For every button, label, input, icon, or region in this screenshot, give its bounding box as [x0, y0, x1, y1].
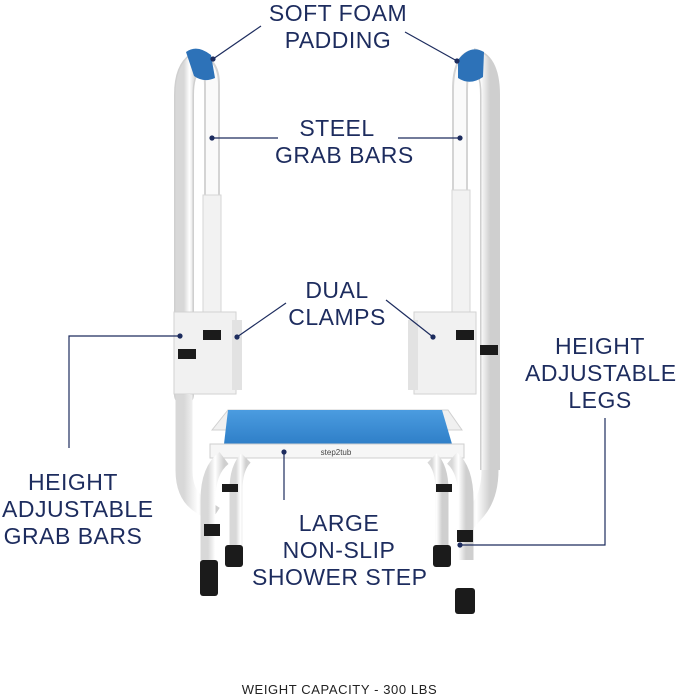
label-line: NON-SLIP	[282, 537, 396, 563]
callout-lines	[68, 25, 606, 548]
label-height-adjustable-legs: HEIGHT ADJUSTABLE LEGS	[525, 333, 677, 414]
weight-capacity-caption: WEIGHT CAPACITY - 300 LBS	[241, 682, 438, 697]
shower-step	[200, 409, 474, 560]
label-line: SOFT FOAM	[268, 0, 408, 26]
right-foam-padding	[458, 49, 484, 82]
label-line: PADDING	[284, 27, 392, 53]
left-clamp	[173, 311, 242, 395]
brand-mark: step2tub	[321, 448, 352, 457]
label-line: HEIGHT	[555, 333, 645, 359]
label-large-non-slip-step: LARGE NON-SLIP SHOWER STEP	[252, 510, 428, 591]
label-line: DUAL	[305, 277, 369, 303]
label-line: LEGS	[568, 387, 632, 413]
label-line: HEIGHT	[28, 469, 118, 495]
label-line: CLAMPS	[288, 304, 386, 330]
label-line: LARGE	[298, 510, 380, 536]
label-soft-foam-padding: SOFT FOAM PADDING	[258, 0, 418, 54]
leg-feet	[200, 470, 491, 614]
label-line: GRAB BARS	[275, 142, 414, 168]
label-line: GRAB BARS	[3, 523, 143, 549]
left-foam-padding	[186, 48, 215, 81]
label-line: ADJUSTABLE	[2, 496, 154, 522]
label-line: STEEL	[299, 115, 375, 141]
label-height-adjustable-grab-bars: HEIGHT ADJUSTABLE GRAB BARS	[2, 469, 154, 550]
label-steel-grab-bars: STEEL GRAB BARS	[275, 115, 414, 169]
label-line: ADJUSTABLE	[525, 360, 677, 386]
label-line: SHOWER STEP	[252, 564, 428, 590]
right-clamp	[408, 311, 498, 395]
label-dual-clamps: DUAL CLAMPS	[282, 277, 392, 331]
